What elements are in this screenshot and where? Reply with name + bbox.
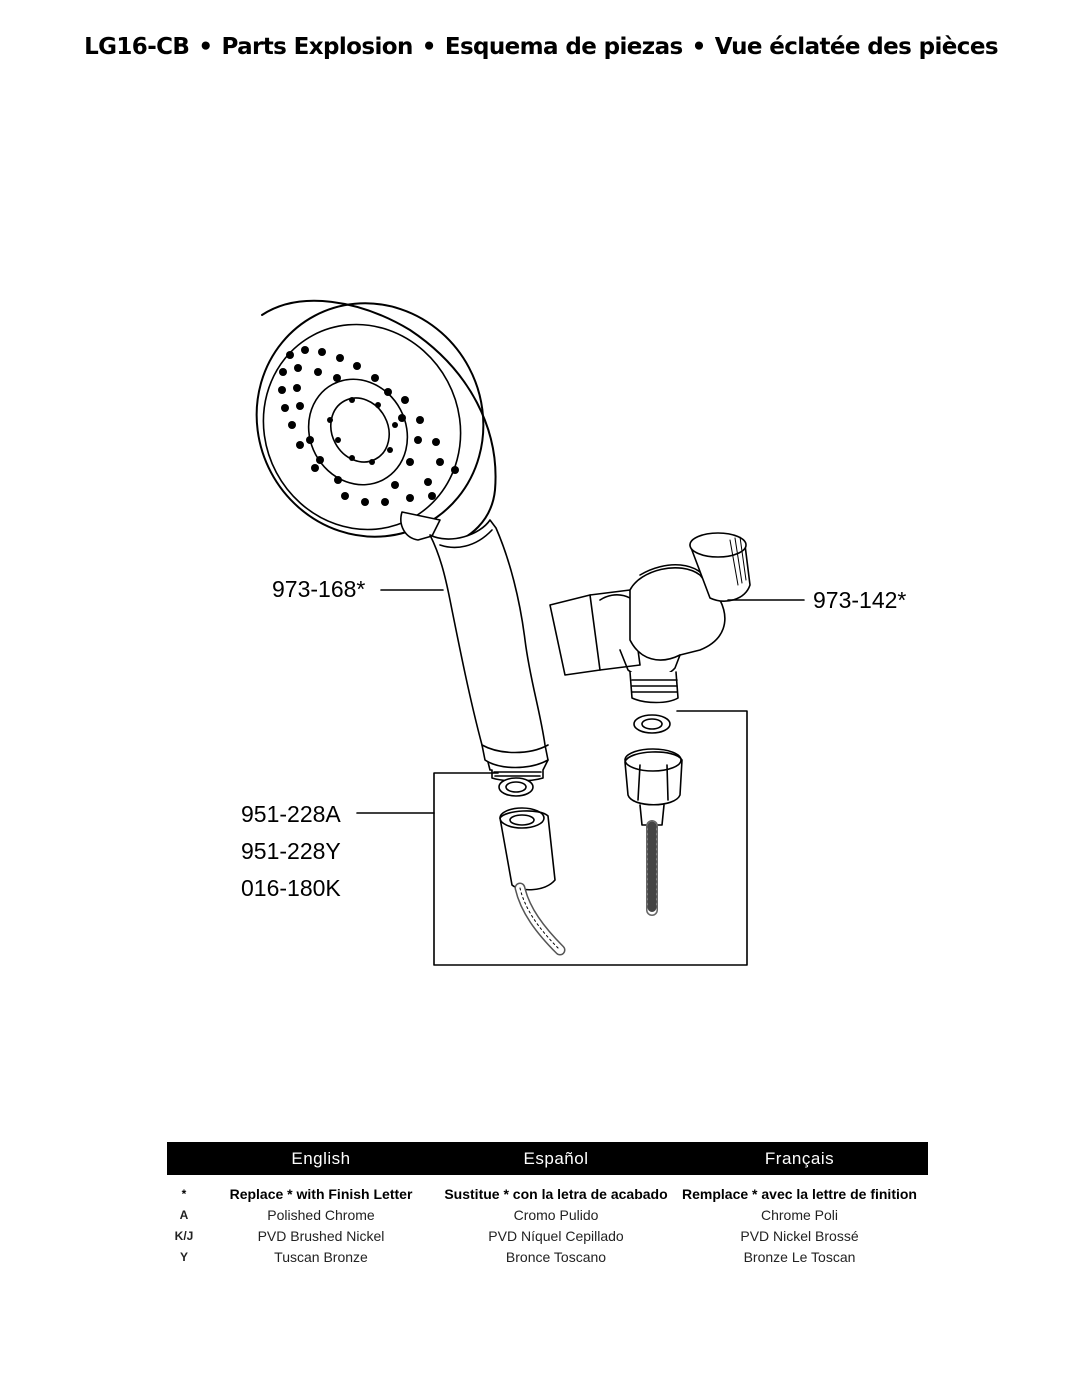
callout-hose-nickel: 016-180K [241, 875, 341, 901]
finish-table: English Español Français * Replace * wit… [167, 1142, 928, 1267]
finish-english: Polished Chrome [267, 1206, 375, 1223]
table-row: K/J PVD Brushed Nickel PVD Níquel Cepill… [167, 1225, 928, 1246]
page-title: LG16-CB • Parts Explosion • Esquema de pieza… [0, 34, 1082, 60]
washer-right [633, 714, 671, 734]
shower-bracket [549, 532, 751, 704]
title-separator: • [421, 34, 437, 60]
finish-spanish: Bronce Toscano [505, 1248, 607, 1265]
hand-shower-head [255, 299, 497, 546]
finish-english: PVD Brushed Nickel [257, 1227, 385, 1244]
finish-french: Remplace * avec la lettre de finition [682, 1185, 917, 1202]
title-separator: • [198, 34, 213, 60]
finish-french: Chrome Poli [760, 1206, 839, 1223]
header-french: Français [671, 1142, 928, 1175]
leader-lines [356, 589, 805, 966]
finish-spanish: Sustitue * con la letra de acabado [444, 1185, 668, 1202]
finish-english: Replace * with Finish Letter [229, 1185, 413, 1202]
hose-nut-left [499, 807, 556, 891]
title-french: Vue éclatée des pièces [714, 34, 999, 60]
hose-nut-right [624, 748, 683, 826]
callout-handshower: 973-168* [272, 576, 366, 602]
title-separator: • [691, 34, 707, 60]
finish-french: Bronze Le Toscan [743, 1248, 856, 1265]
finish-english: Tuscan Bronze [274, 1248, 368, 1265]
header-code [167, 1142, 201, 1175]
table-row: * Replace * with Finish Letter Sustitue … [167, 1175, 928, 1204]
title-spanish: Esquema de piezas [444, 34, 683, 60]
parts-explosion-diagram [255, 299, 805, 966]
finish-code: * [181, 1186, 187, 1201]
finish-code: A [179, 1207, 189, 1222]
finish-table-header: English Español Français [167, 1142, 928, 1175]
hose-left [514, 882, 566, 956]
title-english: Parts Explosion [221, 34, 413, 60]
finish-code: Y [179, 1249, 188, 1264]
header-spanish: Español [441, 1142, 671, 1175]
spray-nozzles [278, 346, 459, 506]
finish-code: K/J [174, 1228, 194, 1243]
callout-bracket: 973-142* [813, 587, 907, 613]
model-number: LG16-CB [84, 34, 190, 60]
washer-left [498, 777, 534, 797]
table-row: A Polished Chrome Cromo Pulido Chrome Po… [167, 1204, 928, 1225]
finish-french: PVD Nickel Brossé [740, 1227, 859, 1244]
callout-hose-chrome: 951-228A [241, 801, 341, 827]
table-row: Y Tuscan Bronze Bronce Toscano Bronze Le… [167, 1246, 928, 1267]
finish-spanish: PVD Níquel Cepillado [488, 1227, 624, 1244]
finish-spanish: Cromo Pulido [513, 1206, 599, 1223]
header-english: English [201, 1142, 441, 1175]
hand-shower-handle [400, 511, 549, 782]
callout-hose-bronze: 951-228Y [241, 838, 341, 864]
